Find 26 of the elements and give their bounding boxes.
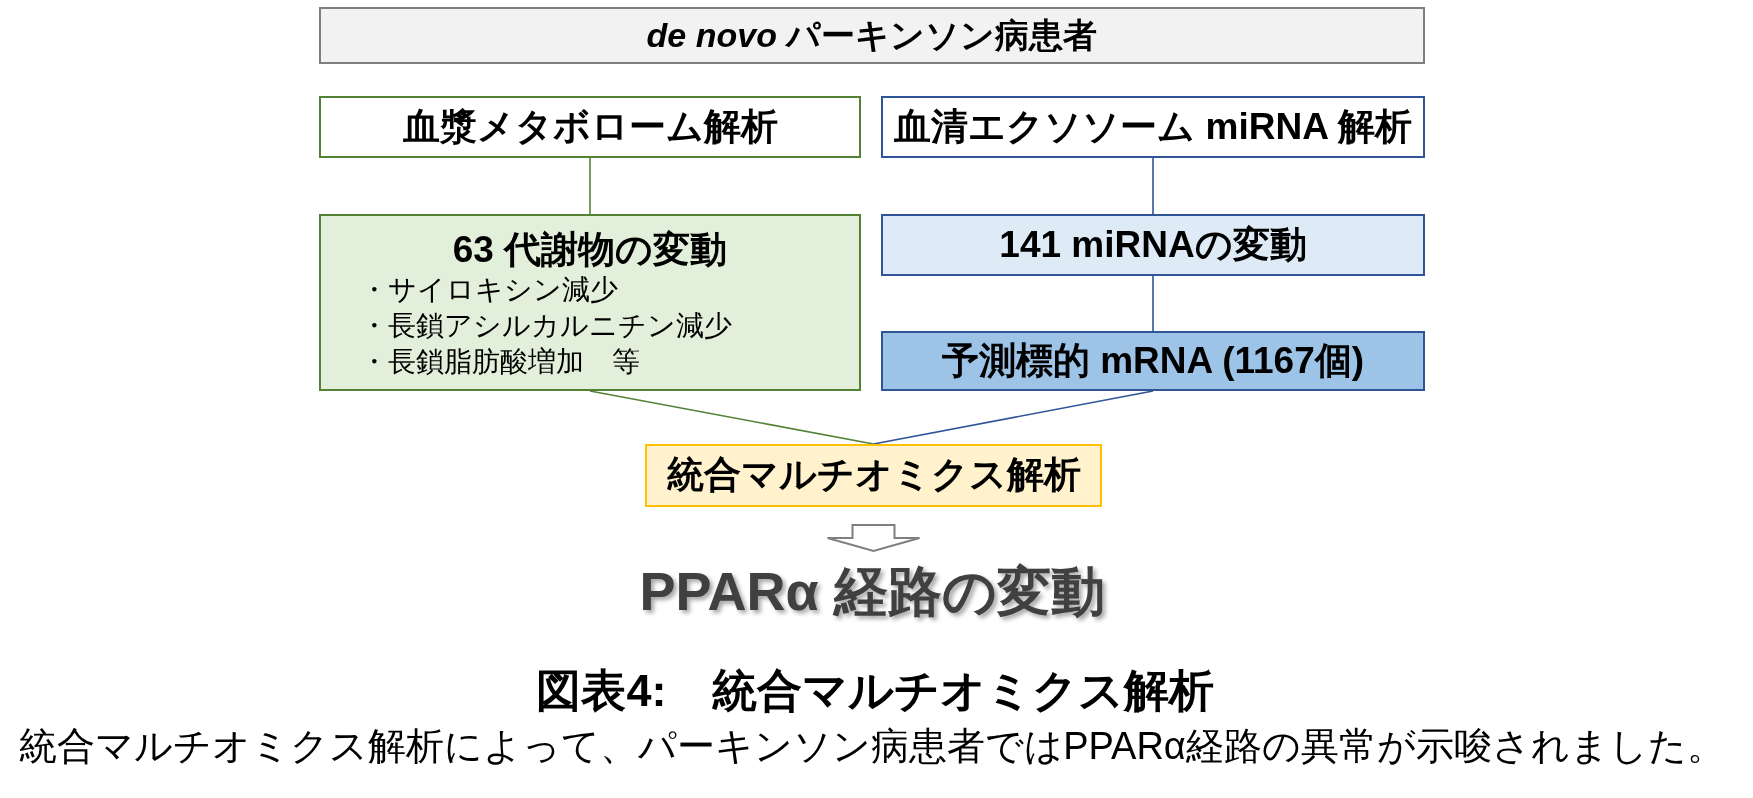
list-item: ・長鎖アシルカルニチン減少 <box>360 309 732 343</box>
conclusion-text: PPARα 経路の変動 <box>639 560 1105 623</box>
caption-title: 図表4: 統合マルチオミクス解析 <box>536 664 1214 718</box>
integration-box <box>645 444 1102 507</box>
block-arrow <box>826 524 921 553</box>
box-label: 63 代謝物の変動 <box>452 228 728 272</box>
connector-line <box>1152 157 1154 215</box>
list-item: ・長鎖脂肪酸増加 等 <box>360 345 640 379</box>
box-label: 統合マルチオミクス解析 <box>666 453 1081 498</box>
connector-line <box>1152 275 1154 332</box>
process-box <box>319 96 861 158</box>
target-box <box>881 331 1425 391</box>
process-box <box>881 96 1425 158</box>
result-box <box>319 214 861 391</box>
box-label: 血漿メタボローム解析 <box>402 104 778 149</box>
connector-line <box>589 157 591 215</box>
box-label: de novo パーキンソン病患者 <box>646 15 1098 56</box>
box-label: 141 miRNAの変動 <box>999 222 1307 267</box>
box-label: 血清エクソソーム miRNA 解析 <box>894 104 1412 149</box>
caption-text: 統合マルチオミクス解析によって、パーキンソン病患者ではPPARα経路の異常が示唆されました。 <box>19 724 1725 769</box>
list-item: ・サイロキシン減少 <box>360 273 618 307</box>
box-label: 予測標的 mRNA (1167個) <box>941 338 1365 383</box>
connector-line <box>872 390 1154 445</box>
result-box <box>881 214 1425 276</box>
connector-line <box>589 390 875 445</box>
header-box <box>319 7 1425 64</box>
